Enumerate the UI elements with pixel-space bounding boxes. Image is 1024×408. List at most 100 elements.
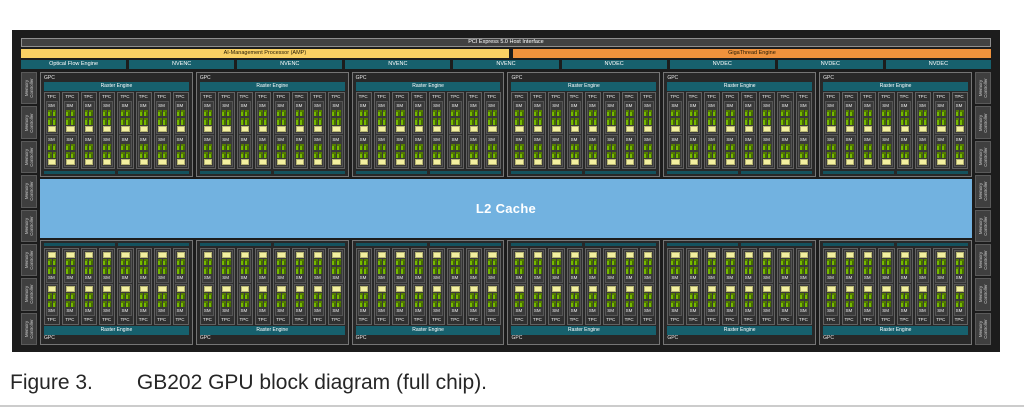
cuda-core-cluster <box>396 151 401 158</box>
register-file-bar <box>799 285 809 292</box>
cuda-core-cluster <box>52 143 57 150</box>
sm-block: SM <box>467 283 481 316</box>
sm-block: SM <box>605 134 618 167</box>
tpc-block: TPC SM SM <box>484 92 501 169</box>
cuda-core-row <box>533 292 543 299</box>
register-file-bar <box>488 159 497 165</box>
cuda-core-cluster <box>570 300 575 307</box>
cuda-core-cluster <box>103 300 107 307</box>
cuda-core-cluster <box>905 300 909 307</box>
sm-block: SM <box>82 101 96 134</box>
sm-label: SM <box>515 136 523 142</box>
register-file-bar <box>863 285 873 292</box>
register-file-bar <box>295 252 304 258</box>
tpc-block: TPC SM SM <box>933 248 950 325</box>
cuda-core-cluster <box>625 143 630 150</box>
sm-block: SM <box>256 101 270 134</box>
cuda-core-row <box>488 292 497 299</box>
cuda-core-cluster <box>533 143 538 150</box>
tpc-label: TPC <box>239 94 249 99</box>
sm-label: SM <box>396 103 404 108</box>
sm-block: SM <box>156 283 169 316</box>
sm-label: SM <box>644 274 651 280</box>
sm-label: SM <box>552 136 559 142</box>
cuda-core-cluster <box>556 292 561 299</box>
sm-block: SM <box>550 101 563 134</box>
sm-label: SM <box>433 136 440 142</box>
register-file-bar <box>708 125 717 132</box>
sm-label: SM <box>781 136 789 142</box>
cuda-core-cluster <box>882 292 886 299</box>
cuda-core-row <box>451 267 460 274</box>
cuda-core-cluster <box>103 259 107 266</box>
cuda-core-row <box>625 300 635 307</box>
sm-block: SM <box>357 134 371 167</box>
tpc-block: TPC SM SM <box>199 248 217 325</box>
cuda-core-row <box>222 143 231 150</box>
cuda-core-row <box>918 259 928 266</box>
cuda-core-row <box>277 259 286 266</box>
cuda-core-cluster <box>181 292 185 299</box>
tpc-block: TPC SM SM <box>309 248 327 325</box>
cuda-core-row <box>222 110 231 117</box>
cuda-core-cluster <box>492 292 497 299</box>
register-file-bar <box>396 159 405 165</box>
cuda-core-cluster <box>277 292 281 299</box>
sm-label: SM <box>552 103 559 108</box>
cuda-core-row <box>863 118 873 125</box>
cuda-core-cluster <box>48 292 52 299</box>
sm-block: SM <box>357 250 371 283</box>
cuda-core-row <box>469 300 479 307</box>
cuda-core-cluster <box>48 267 52 274</box>
register-file-bar <box>882 125 891 132</box>
cuda-core-cluster <box>937 110 941 117</box>
memory-controller-label: Memory Controller <box>977 112 988 133</box>
cuda-core-cluster <box>126 267 130 274</box>
cuda-core-cluster <box>538 267 543 274</box>
tpc-label: TPC <box>276 94 286 99</box>
cuda-core-row <box>158 267 167 274</box>
cuda-core-cluster <box>488 151 492 158</box>
tpc-label: TPC <box>413 94 423 99</box>
cuda-core-cluster <box>671 110 675 117</box>
cuda-core-row <box>726 267 735 274</box>
cuda-core-cluster <box>694 118 699 125</box>
gpc-block: GPC Raster Engine TPC SM SM TPC SM <box>819 240 972 345</box>
cuda-core-cluster <box>66 259 71 266</box>
cuda-core-row <box>121 267 130 274</box>
sm-label: SM <box>708 103 715 108</box>
register-file-bar <box>295 285 304 292</box>
cuda-core-row <box>332 259 341 266</box>
cuda-core-cluster <box>520 143 524 150</box>
sm-block: SM <box>843 134 856 167</box>
sm-label: SM <box>222 136 229 142</box>
register-file-bar <box>607 159 616 165</box>
cuda-core-cluster <box>263 110 268 117</box>
cuda-core-cluster <box>226 267 231 274</box>
cuda-core-cluster <box>66 118 71 125</box>
sm-block: SM <box>174 283 187 316</box>
cuda-core-row <box>588 110 598 117</box>
cuda-core-cluster <box>162 118 167 125</box>
gpc-block: GPC Raster Engine TPC SM SM TPC SM <box>195 72 349 177</box>
cuda-core-cluster <box>277 259 281 266</box>
cuda-core-cluster <box>433 151 437 158</box>
cuda-core-cluster <box>515 300 520 307</box>
cuda-core-row <box>396 300 405 307</box>
cuda-core-cluster <box>804 259 809 266</box>
cuda-core-cluster <box>538 110 543 117</box>
sm-label: SM <box>744 103 752 108</box>
cuda-core-row <box>781 118 790 125</box>
cuda-core-cluster <box>731 110 735 117</box>
cuda-core-cluster <box>955 110 960 117</box>
sm-label: SM <box>295 103 303 108</box>
sm-label: SM <box>451 308 459 313</box>
memory-controller-label: Memory Controller <box>977 147 988 167</box>
cuda-core-cluster <box>139 267 144 274</box>
cuda-core-cluster <box>144 292 149 299</box>
cuda-core-row <box>781 267 790 274</box>
nvenc-bar: NVENC <box>237 60 343 69</box>
sm-block: SM <box>861 250 875 283</box>
cuda-core-cluster <box>570 143 575 150</box>
cuda-core-cluster <box>401 151 405 158</box>
